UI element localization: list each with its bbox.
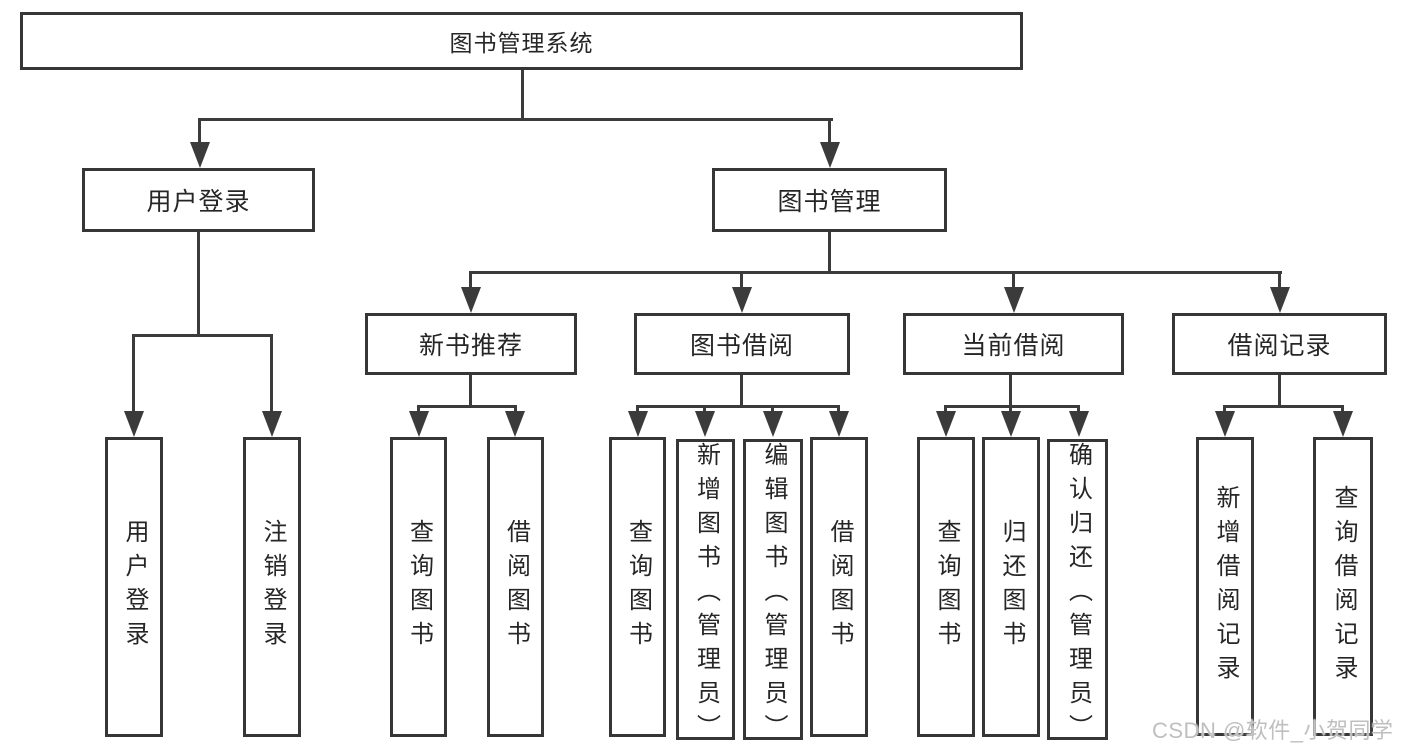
- watermark-csdn: CSDN @软件_小贺同学: [1152, 718, 1394, 743]
- arrow-down-icon: [1001, 411, 1021, 437]
- node-book-borrowing: 图书借阅: [634, 313, 850, 375]
- arrow-down-icon: [763, 411, 783, 437]
- arrow-down-icon: [190, 142, 210, 168]
- node-library-management-system: 图书管理系统: [20, 12, 1023, 70]
- node-current-borrowing: 当前借阅: [903, 313, 1124, 375]
- arrow-down-icon: [936, 411, 956, 437]
- connector-book-mgmt-stub: [828, 232, 831, 273]
- leaf-add-borrow-record: 新增借阅记录: [1196, 437, 1254, 736]
- leaf-query-books-2: 查询图书: [609, 437, 666, 737]
- connector-newbook-stub: [469, 375, 472, 407]
- leaf-confirm-return-admin: 确认归还（管理员）: [1047, 439, 1108, 747]
- connector-borrowing-stub: [740, 375, 743, 407]
- arrow-down-icon: [628, 411, 648, 437]
- node-borrowing-records: 借阅记录: [1172, 313, 1387, 375]
- connector-records-hbar: [1223, 405, 1344, 408]
- arrow-down-icon: [409, 411, 429, 437]
- leaf-borrow-books: 借阅图书: [487, 437, 544, 737]
- arrow-down-icon: [461, 287, 481, 313]
- connector-level3-hbar: [470, 271, 1282, 274]
- leaf-add-book-admin: 新增图书（管理员）: [676, 439, 735, 747]
- leaf-label: 查询图书: [405, 519, 433, 655]
- arrow-down-icon: [1270, 287, 1290, 313]
- arrow-down-icon: [820, 142, 840, 168]
- connector-user-login-stub: [197, 232, 200, 336]
- leaf-borrow-books-2: 借阅图书: [810, 437, 868, 737]
- connector-current-hbar: [944, 405, 1080, 408]
- connector-leaf-drop: [132, 334, 135, 414]
- arrow-down-icon: [1215, 411, 1235, 437]
- connector-records-stub: [1278, 375, 1281, 407]
- leaf-label: 借阅图书: [826, 519, 853, 655]
- connector-l3-drop: [740, 271, 743, 289]
- leaf-edit-book-admin: 编辑图书（管理员）: [743, 439, 803, 747]
- connector-l3-drop: [469, 271, 472, 289]
- leaf-query-books-3: 查询图书: [917, 437, 975, 737]
- arrow-down-icon: [1333, 411, 1353, 437]
- leaf-query-books: 查询图书: [390, 437, 447, 737]
- connector-book-mgmt-drop: [828, 118, 831, 146]
- leaf-label: 借阅图书: [502, 519, 530, 655]
- leaf-return-book: 归还图书: [982, 437, 1040, 737]
- connector-l3-drop: [1012, 271, 1015, 289]
- arrow-down-icon: [695, 411, 715, 437]
- connector-l3-drop: [1278, 271, 1281, 289]
- connector-user-login-drop: [198, 118, 201, 146]
- arrow-down-icon: [1069, 411, 1089, 437]
- leaf-label: 确认归还（管理员）: [1064, 442, 1092, 747]
- node-new-book-recommendation: 新书推荐: [365, 313, 577, 375]
- leaf-label: 归还图书: [998, 519, 1025, 655]
- leaf-label: 注销登录: [259, 519, 286, 655]
- connector-leaf-drop: [270, 334, 273, 414]
- leaf-label: 查询图书: [933, 519, 960, 655]
- leaf-label: 新增借阅记录: [1212, 484, 1239, 689]
- connector-level2-hbar: [198, 118, 833, 121]
- leaf-logout: 注销登录: [243, 437, 301, 737]
- leaf-label: 用户登录: [121, 519, 148, 655]
- leaf-label: 编辑图书（管理员）: [760, 442, 787, 747]
- connector-current-stub: [1009, 375, 1012, 407]
- leaf-label: 查询图书: [624, 519, 652, 655]
- arrow-down-icon: [829, 411, 849, 437]
- leaf-label: 查询借阅记录: [1330, 484, 1357, 689]
- connector-root-stub: [521, 70, 524, 120]
- leaf-query-borrow-record: 查询借阅记录: [1313, 437, 1373, 736]
- arrow-down-icon: [1004, 287, 1024, 313]
- connector-newbook-hbar: [417, 405, 517, 408]
- node-user-login: 用户登录: [82, 168, 315, 232]
- leaf-user-login: 用户登录: [105, 437, 163, 737]
- arrow-down-icon: [732, 287, 752, 313]
- connector-user-login-hbar: [133, 334, 273, 337]
- node-book-management: 图书管理: [712, 168, 947, 232]
- leaf-label: 新增图书（管理员）: [692, 442, 720, 747]
- arrow-down-icon: [262, 411, 282, 437]
- arrow-down-icon: [505, 411, 525, 437]
- arrow-down-icon: [124, 411, 144, 437]
- connector-borrowing-hbar: [636, 405, 840, 408]
